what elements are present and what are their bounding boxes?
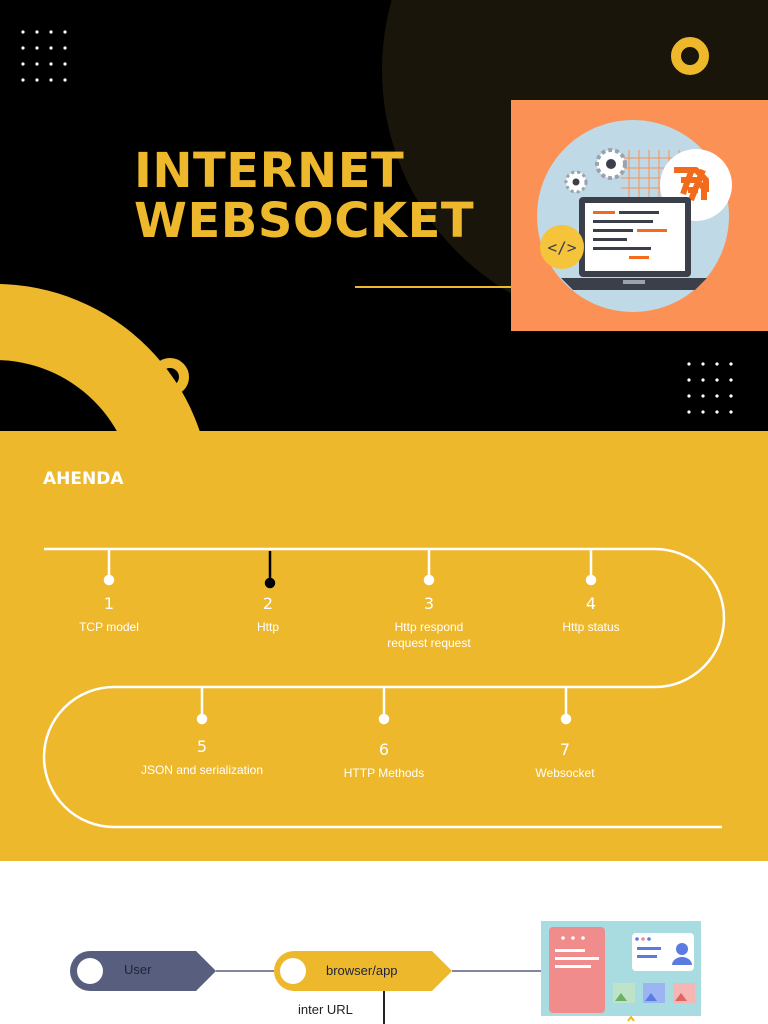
user-avatar-icon [676, 943, 688, 955]
ring-icon [671, 37, 709, 75]
gear-icon [595, 148, 627, 180]
timeline-marker-active [264, 577, 276, 589]
ring-icon [151, 358, 189, 396]
flow-note: inter URL [298, 1002, 353, 1017]
page-title: INTERNET WEBSOCKET [134, 146, 474, 246]
timeline-marker [423, 574, 435, 586]
title-line-2: WEBSOCKET [134, 193, 475, 249]
agenda-step-4: 4 Http status [562, 594, 620, 634]
agenda-section: AHENDA 1 TCP model 2 Http 3 Http respond… [0, 431, 768, 861]
timeline-marker [560, 713, 572, 725]
user-node-label: User [124, 962, 152, 977]
browser-node [274, 951, 452, 991]
agenda-step-5: 5 JSON and serialization [140, 737, 264, 777]
dot-grid-icon [687, 362, 733, 414]
browser-node-label: browser/app [326, 963, 398, 978]
user-node [70, 951, 216, 991]
code-badge: </> [540, 225, 584, 269]
svg-text:</>: </> [548, 238, 577, 257]
agenda-step-7: 7 Websocket [535, 740, 595, 780]
laptop-icon [561, 197, 707, 290]
title-line-1: INTERNET [134, 143, 405, 199]
laptop-code-illustration: </> [537, 120, 732, 312]
agenda-title: AHENDA [43, 469, 124, 489]
timeline-marker [378, 713, 390, 725]
gear-icon [564, 170, 588, 194]
dot-grid-icon [21, 30, 67, 82]
agenda-timeline [42, 547, 726, 829]
agenda-step-1: 1 TCP model [79, 594, 139, 634]
web-app-illustration [541, 921, 701, 1016]
user-node-dot [77, 958, 103, 984]
hero-section: INTERNET WEBSOCKET [0, 0, 768, 431]
browser-node-dot [280, 958, 306, 984]
flow-diagram [70, 921, 701, 1024]
websocket-illustration-card: </> [511, 100, 768, 331]
agenda-step-3: 3 Http respond request request [387, 594, 471, 650]
agenda-step-2: 2 Http [256, 594, 279, 634]
timeline-marker [103, 574, 115, 586]
agenda-step-6: 6 HTTP Methods [343, 740, 425, 780]
timeline-marker [585, 574, 597, 586]
timeline-marker [196, 713, 208, 725]
flow-section: User browser/app inter URL [0, 861, 768, 1024]
